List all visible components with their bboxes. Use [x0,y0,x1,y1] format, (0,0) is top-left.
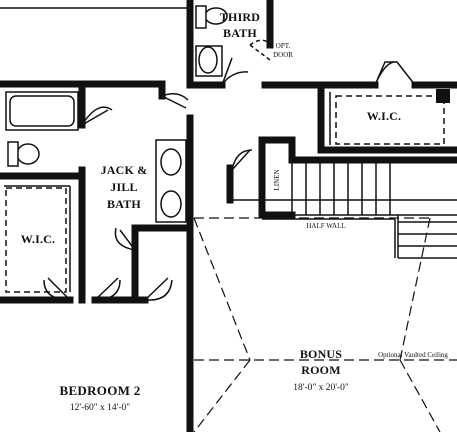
bonus-room-label-line2: ROOM [301,363,340,377]
opt-door-label: OPT. [276,42,291,50]
half-wall-label: HALF WALL [306,222,345,230]
opt-door-label-line2: DOOR [273,51,293,59]
jack-jill-bath-label-line3: BATH [107,197,141,211]
bonus-room-label: BONUS [300,347,342,361]
doors [43,39,416,301]
half-wall [230,199,457,258]
wic-left-label: W.I.C. [21,232,55,246]
third-bath-label-line2: BATH [223,26,257,40]
linen-label: LINEN [273,170,281,191]
vaulted-ceiling-note: Optional Vaulted Ceiling [378,351,448,359]
thin-walls [0,7,445,293]
fixtures [7,5,228,223]
third-bath-label: THIRD [220,10,260,24]
stairs [291,160,457,259]
jack-jill-bath-label: JACK & [101,163,148,177]
wic-right-label: W.I.C. [367,109,401,123]
corner-post [436,89,450,103]
bonus-room-dimensions: 18'-0" x 20'-0" [293,383,349,393]
bedroom-2-dimensions: 12'-60" x 14'-0" [70,403,130,413]
jack-jill-bath-label-line2: JILL [110,180,137,194]
vaulted-ceiling-lines [193,217,457,432]
bedroom-2-label: BEDROOM 2 [59,383,140,398]
